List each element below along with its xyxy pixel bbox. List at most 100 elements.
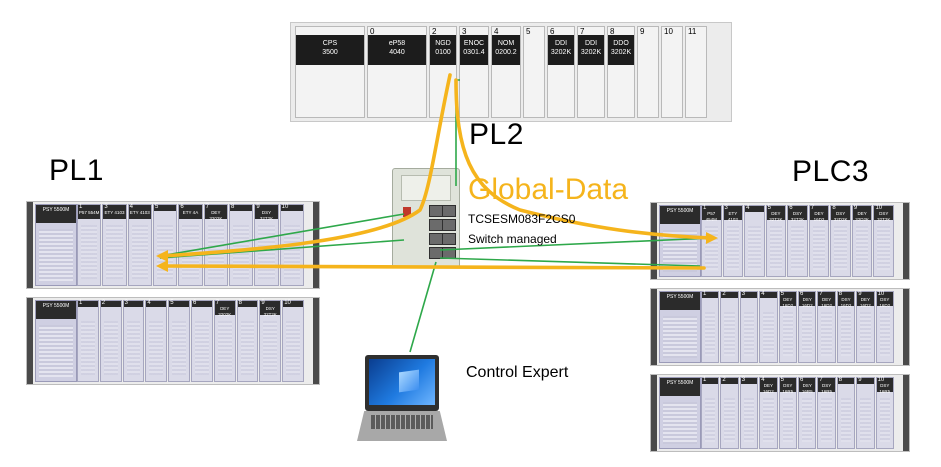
pl1-rack-1-psy-label: PSY 5500M [36, 301, 76, 319]
plc3-rack-2-module-slot: 3 [741, 377, 746, 383]
plc3-rack-0-module-name: DEY 32D2K [855, 211, 870, 222]
plc3-rack-2-module: 9 [856, 377, 875, 449]
pl1-rack-1-module: 8 [236, 300, 259, 382]
pl2-module-9: 9 [637, 26, 659, 118]
pl1-rack-1-power-supply: PSY 5500M [35, 300, 77, 382]
plc3-rack-2-module-head: 8 [837, 377, 855, 384]
pl1-rack-0-module-name: DSY 32T2K [259, 210, 274, 221]
pl2-module-ref: 3202K [550, 49, 572, 56]
plc3-rack-2-module: 8 [836, 377, 856, 449]
plc3-rack-0-module-slot: 1 [703, 205, 707, 211]
pl2-module-slot: 4 [494, 27, 499, 36]
pl2-module-11: 11 [685, 26, 707, 118]
plc3-rack-0-module-slot: 5 [767, 205, 771, 211]
pl2-module-slot: 6 [550, 27, 555, 36]
pl1-rack-0-module-slot: 3 [104, 204, 108, 210]
plc3-rack-1-module-slot: 4 [761, 291, 765, 297]
pl1-rack-1-module-head: 5 [169, 300, 189, 307]
link-switch-pl1 [159, 213, 405, 257]
plc3-rack-2-module-slot: 10 [877, 377, 885, 383]
plc3-rack-2-module-slot: 5 [780, 377, 784, 383]
pl2-module-name: NOM [497, 40, 515, 47]
pl2-module-ref: 0100 [435, 49, 451, 56]
pl1-rack-1-module-slot: 1 [79, 300, 83, 306]
plc3-rack-0-module-slot: 4 [746, 205, 750, 211]
pl1-rack-0-module-head: 5 [154, 204, 177, 211]
pl1-rack-0-module-name: ETY 4103 [129, 210, 150, 215]
plc3-rack-1-module-slot: 6 [800, 291, 804, 297]
laptop-screen [369, 359, 435, 405]
pl2-module-name: NGD [435, 40, 451, 47]
plc3-rack-1-module-name: DEY 16D2 [782, 297, 794, 308]
pl1-rack-1-module-name: DSY 32T2K [263, 306, 277, 317]
pl1-rack-1-module-slot: 6 [193, 300, 197, 306]
plc3-rack-1-psy-label: PSY 5500M [660, 292, 700, 310]
pl1-rack-0-module-name: P57 554M [78, 210, 100, 215]
plc3-rack-2-module: 3 [739, 377, 759, 449]
pl1-label: PL1 [49, 154, 104, 187]
pl1-rack-1-module-head: 8 [237, 300, 258, 307]
pl1-rack-0-module-name: ETY 4103 [104, 210, 125, 215]
plc3-rack-0-module-slot: 7 [810, 205, 815, 211]
plc3-rack-1-module-name: DEY 16D2 [821, 297, 832, 308]
plc3-rack-0-module: 4 [744, 205, 765, 277]
pl1-rack-1-module-slot: 8 [238, 300, 242, 306]
plc3-rack-0-psy-label: PSY 5500M [660, 206, 700, 224]
pl1-rack-1-module: 10 [282, 300, 304, 382]
plc3-rack-1-module-name: DEY 16D2 [860, 297, 871, 308]
plc3-rack-2-module-head: 9 [857, 377, 874, 384]
plc3-rack-2-module-slot: 4 [761, 377, 765, 383]
global-data-path-1 [160, 73, 452, 258]
pl1-rack-0-module-name: ETY 4A [182, 210, 199, 215]
plc3-rack-0-module-slot: 3 [724, 205, 728, 211]
plc3-rack-1-module-slot: 7 [819, 291, 823, 297]
pl1-rack-1-module-slot: 4 [147, 300, 151, 306]
pl2-module-ref: 3202K [580, 49, 602, 56]
pl2-module-name: ENOC [463, 40, 485, 47]
plc3-rack-0-module-name: DEY 16D2 [813, 211, 825, 222]
pl2-module-ref: 4040 [389, 49, 405, 56]
switch-ports [429, 205, 456, 261]
pl1-rack-0-module-slot: 1 [79, 204, 83, 210]
pl1-rack-1-module-slot: 3 [124, 300, 128, 306]
pl1-rack-1-module-slot: 10 [284, 300, 291, 306]
control-expert-label: Control Expert [466, 364, 569, 381]
pl1-rack-1-module-head: 1 [78, 300, 98, 307]
pl1-rack-0-module-slot: 6 [180, 204, 184, 210]
arrow-head-pl1-b [156, 260, 168, 272]
arrow-head-plc3 [706, 232, 718, 244]
pl1-rack-0-module-slot: 9 [256, 204, 260, 210]
plc3-rack-2-module-name: DSY 16R5 [782, 383, 794, 394]
plc3-rack-2-module-head: 3 [740, 377, 758, 384]
plc3-rack-1-module: 1 [701, 291, 720, 363]
pl2-module-10: 10 [661, 26, 683, 118]
plc3-rack-2-module-slot: 7 [819, 377, 823, 383]
pl2-module-slot: 7 [580, 27, 585, 36]
pl1-rack-1-module: 6 [191, 300, 213, 382]
pl2-module-ref: 0200.2 [495, 49, 517, 56]
pl1-rack-0-module-slot: 7 [205, 204, 209, 210]
plc3-rack-2-module-head: 2 [721, 377, 738, 384]
plc3-rack-1-module-slot: 1 [703, 291, 707, 297]
plc3-rack-1-module: 2 [720, 291, 739, 363]
